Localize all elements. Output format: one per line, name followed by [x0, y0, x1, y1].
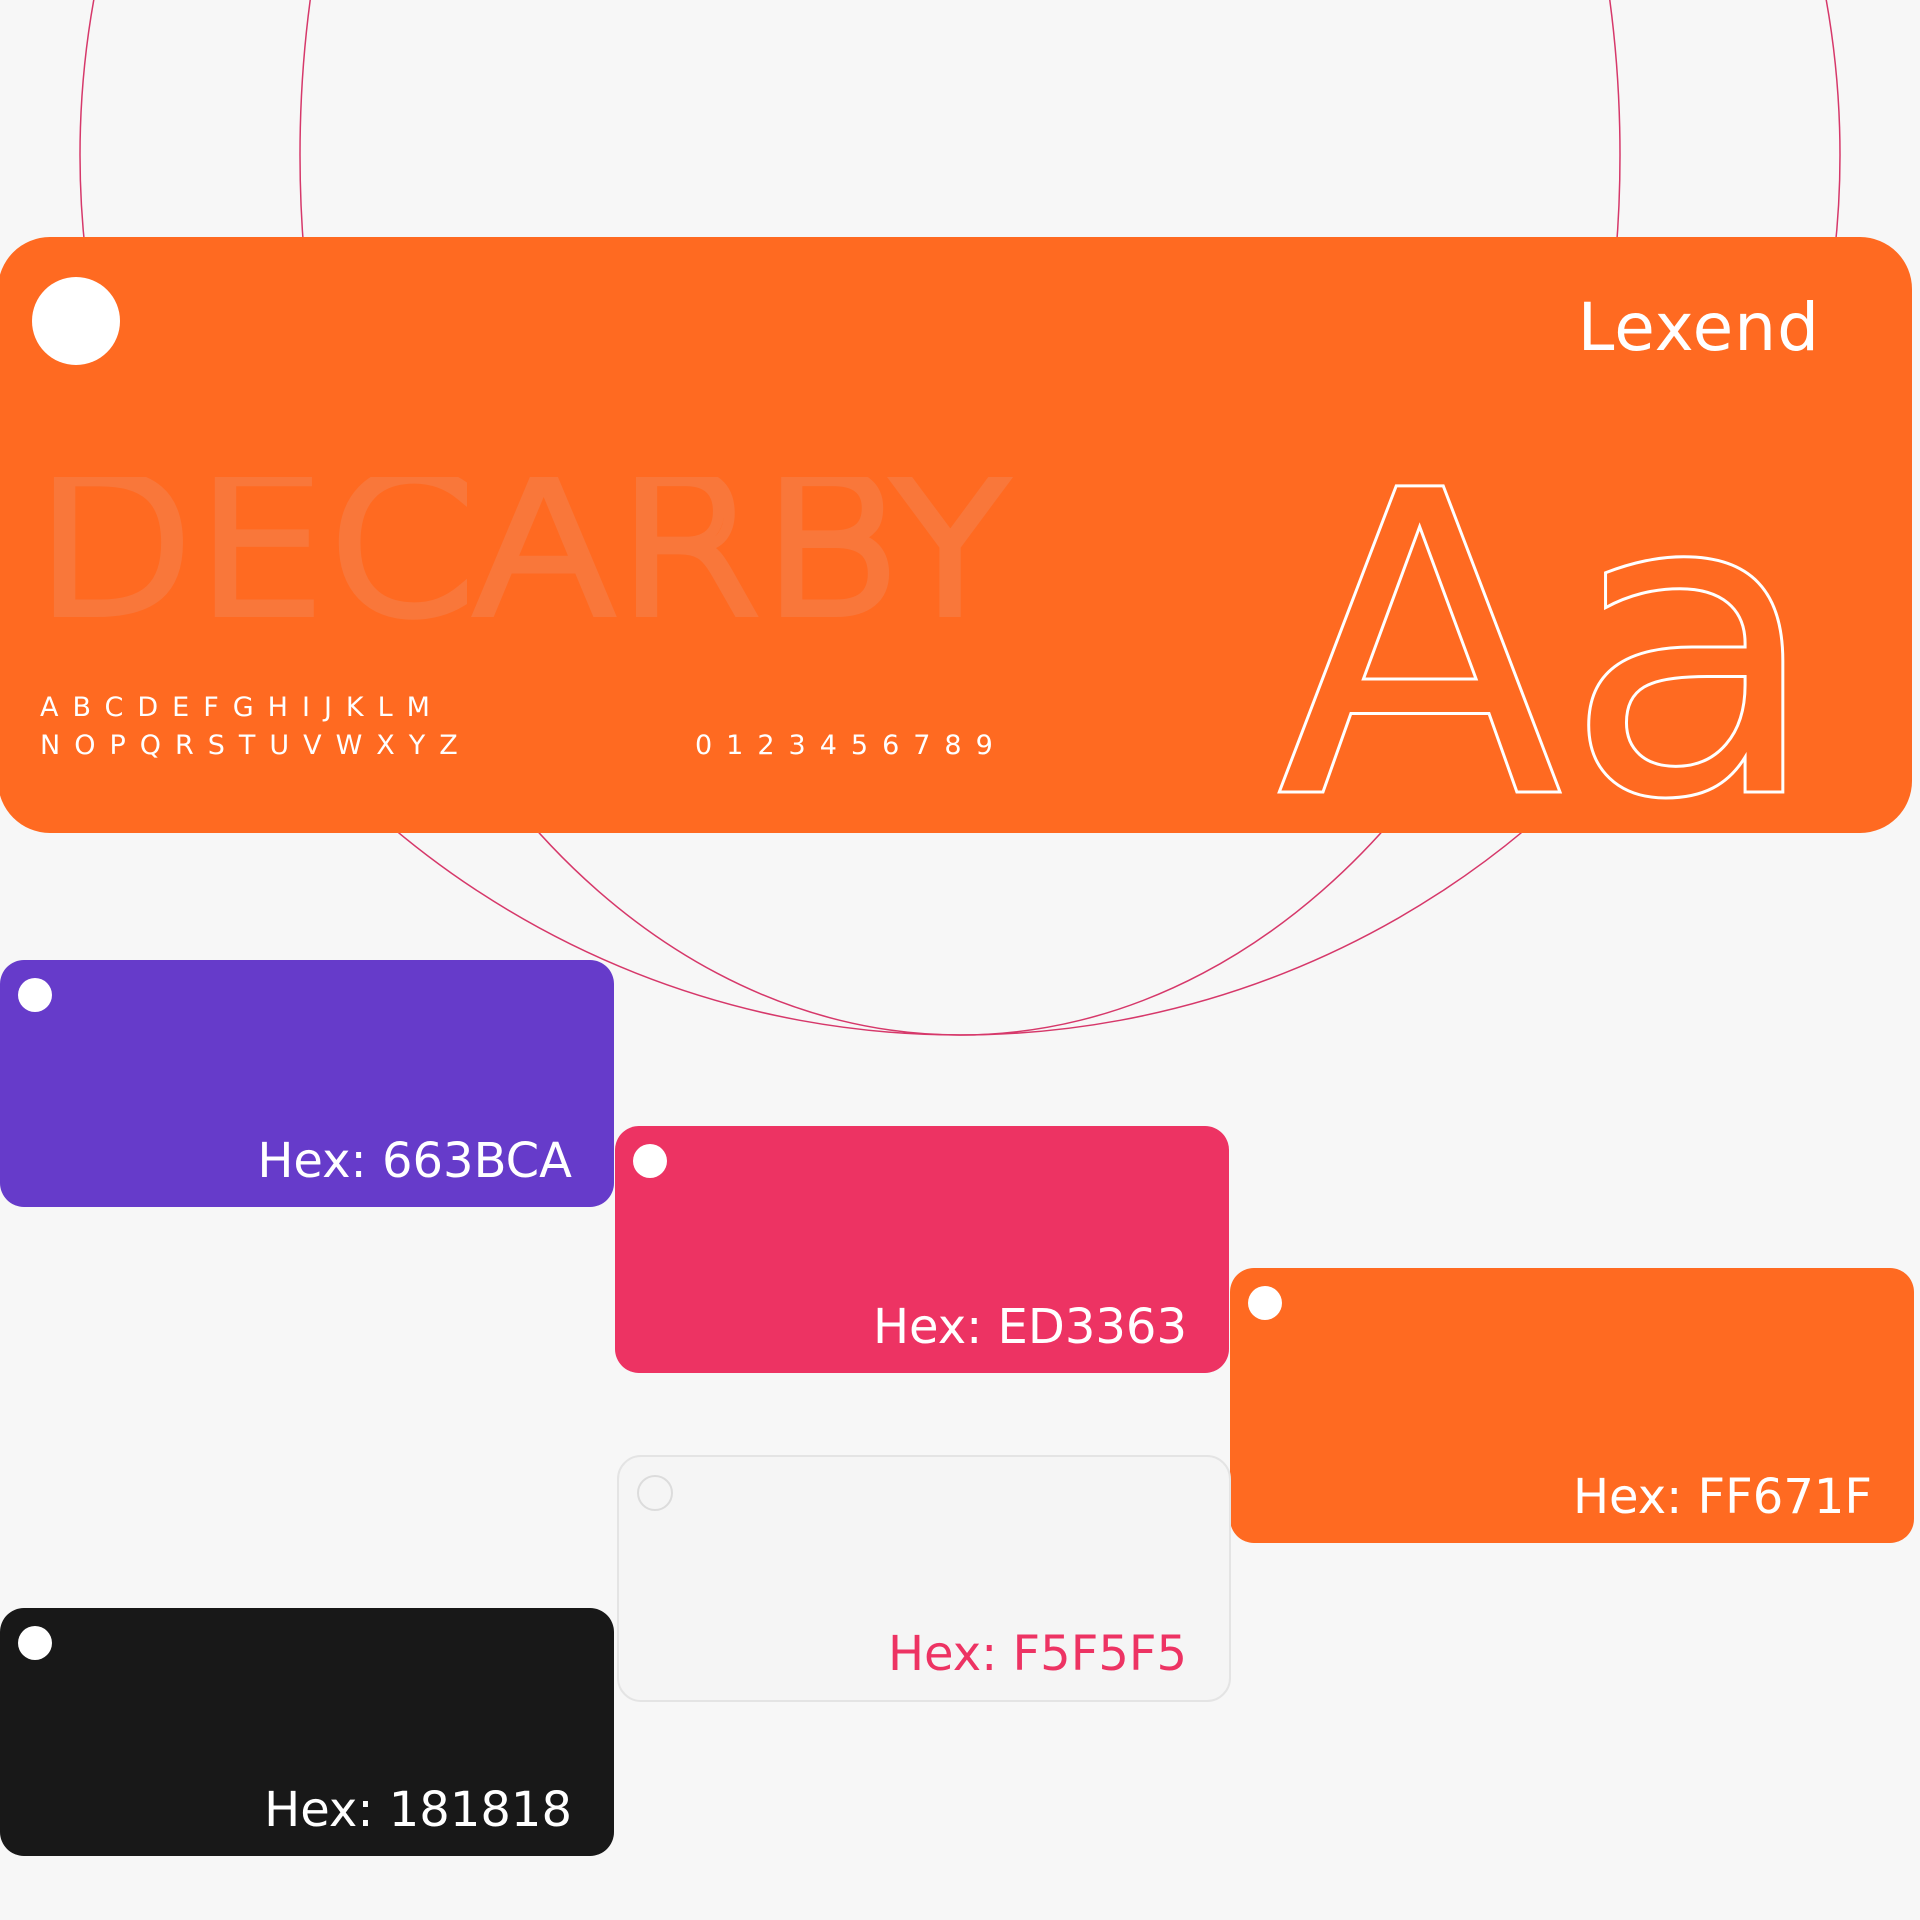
alphabet-sample: ABCDEFGHIJKLM NOPQRSTUVWXYZ [40, 689, 472, 765]
alphabet-row-1: ABCDEFGHIJKLM [40, 692, 444, 723]
specimen-glyphs: Aa [1276, 442, 1823, 812]
inner-circle [299, 0, 1621, 1036]
color-swatch-orange: Hex: FF671F [1230, 1268, 1914, 1543]
swatch-hex-label: Hex: F5F5F5 [887, 1626, 1187, 1682]
swatch-hole [637, 1475, 673, 1511]
swatch-hex-label: Hex: FF671F [1572, 1469, 1872, 1525]
font-name: Lexend [1577, 289, 1820, 366]
wordmark-logo: DECARBY [34, 477, 1019, 622]
swatch-hole [18, 978, 52, 1012]
swatch-hex-label: Hex: 663BCA [257, 1133, 572, 1189]
color-swatch-purple: Hex: 663BCA [0, 960, 614, 1207]
svg-text:Aa: Aa [1276, 442, 1821, 812]
color-swatch-pink: Hex: ED3363 [615, 1126, 1229, 1373]
digits-sample: 0123456789 [695, 730, 1007, 761]
typeface-card: Lexend DECARBY ABCDEFGHIJKLM NOPQRSTUVWX… [0, 237, 1912, 833]
card-hole [32, 277, 120, 365]
svg-text:DECARBY: DECARBY [34, 477, 1014, 622]
swatch-hole [18, 1626, 52, 1660]
swatch-hex-label: Hex: 181818 [264, 1782, 572, 1838]
swatch-hole [1248, 1286, 1282, 1320]
swatch-hex-label: Hex: ED3363 [872, 1299, 1187, 1355]
color-swatch-light-gray: Hex: F5F5F5 [617, 1455, 1231, 1702]
alphabet-row-2: NOPQRSTUVWXYZ [40, 730, 472, 761]
color-swatch-black: Hex: 181818 [0, 1608, 614, 1856]
swatch-hole [633, 1144, 667, 1178]
